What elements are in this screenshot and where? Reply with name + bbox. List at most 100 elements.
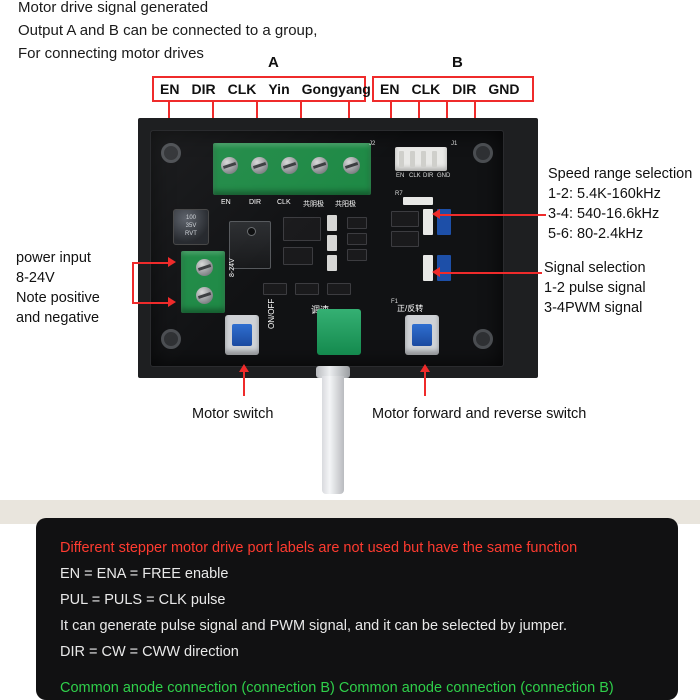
label-b-clk: CLK <box>411 81 441 97</box>
callout-speed-range: Speed range selection 1-2: 5.4K-160kHz 3… <box>548 164 692 244</box>
motor-fwd-rev-label: Motor forward and reverse switch <box>372 406 587 422</box>
speed-range-2: 3-4: 540-16.6kHz <box>548 206 660 222</box>
terminal-a-screw-2 <box>251 157 268 174</box>
power-screw-plus <box>196 259 213 276</box>
electrolytic-capacitor: 100 35V RVT <box>173 209 209 245</box>
panel-note-4: It can generate pulse signal and PWM sig… <box>60 618 567 634</box>
label-a-dir: DIR <box>191 81 216 97</box>
jumper-signal-select <box>437 255 451 281</box>
cap-label-3: RVT <box>185 231 197 237</box>
mounting-hole-tl <box>161 143 181 163</box>
speed-range-1: 1-2: 5.4K-160kHz <box>548 186 661 202</box>
mounting-hole-bl <box>161 329 181 349</box>
speed-range-3: 5-6: 80-2.4kHz <box>548 226 644 242</box>
panel-note-3: PUL = PULS = CLK pulse <box>60 592 226 608</box>
silk-b-dir: DIR <box>423 173 434 179</box>
silk-b-clk: CLK <box>409 173 421 179</box>
jumper-row-1 <box>403 197 433 205</box>
label-b-dir: DIR <box>452 81 477 97</box>
motor-switch-label: Motor switch <box>192 406 274 422</box>
potentiometer-shaft[interactable] <box>322 376 344 494</box>
callout-motor-fwd-rev: Motor forward and reverse switch <box>372 404 586 424</box>
motor-switch[interactable] <box>225 315 259 355</box>
panel-note-6: Common anode connection (connection B) C… <box>60 680 614 696</box>
terminal-a-screw-1 <box>221 157 238 174</box>
silk-f1: F1 <box>391 299 399 305</box>
notes-panel: Different stepper motor drive port label… <box>36 518 678 700</box>
smd-part-1 <box>327 215 337 231</box>
smd-part-9 <box>327 283 351 295</box>
label-box-b: EN CLK DIR GND <box>372 76 534 102</box>
power-input-3: Note positive <box>16 290 100 306</box>
smd-part-4 <box>347 217 367 229</box>
terminal-a-screw-3 <box>281 157 298 174</box>
leader-power-vert <box>132 262 134 304</box>
silk-onoff: ON/OFF <box>267 298 276 329</box>
silk-a-clk: CLK <box>277 199 291 206</box>
silk-r7: R7 <box>395 191 403 197</box>
leader-power-bottom-arrow <box>168 297 176 307</box>
silk-a-cathode: 共阴极 <box>303 201 324 208</box>
top-note-1: Motor drive signal generated <box>18 0 209 16</box>
power-input-1: power input <box>16 250 91 266</box>
top-note-2: Output A and B can be connected to a gro… <box>18 22 318 39</box>
board-photo: EN DIR CLK 共阴极 共阳极 EN CLK DIR GND J2 J1 … <box>138 118 538 494</box>
connector-b-pin-4 <box>432 151 437 167</box>
speed-range-title: Speed range selection <box>548 166 693 182</box>
silk-a-anode: 共阳极 <box>335 201 356 208</box>
silk-dir-label: 正/反转 <box>397 304 424 313</box>
silk-j2: J2 <box>369 141 376 147</box>
silk-power-label: 8-24V <box>229 258 236 277</box>
smd-part-8 <box>295 283 319 295</box>
mounting-hole-br <box>473 329 493 349</box>
jumper-header-2 <box>423 255 433 281</box>
panel-note-5: DIR = CW = CWW direction <box>60 644 239 660</box>
callout-signal-selection: Signal selection 1-2 pulse signal 3-4PWM… <box>544 258 646 318</box>
terminal-a-screw-5 <box>343 157 360 174</box>
silk-a-en: EN <box>221 199 231 206</box>
leader-motor-fwd-rev <box>424 372 426 396</box>
ic-1 <box>283 217 321 241</box>
cap-c6 <box>391 231 419 247</box>
leader-speed-range <box>440 214 546 216</box>
top-note-3: For connecting motor drives <box>18 45 204 62</box>
smd-part-3 <box>327 255 337 271</box>
potentiometer-ring <box>316 366 350 378</box>
connector-b-pin-2 <box>410 151 415 167</box>
voltage-regulator <box>229 221 271 269</box>
group-letter-b: B <box>452 54 463 71</box>
signal-selection-title: Signal selection <box>544 260 646 276</box>
power-input-4: and negative <box>16 310 100 326</box>
smd-part-6 <box>347 249 367 261</box>
cap-label-1: 100 <box>185 215 196 221</box>
connector-b-pin-3 <box>421 151 426 167</box>
label-b-gnd: GND <box>488 81 520 97</box>
ic-2 <box>283 247 313 265</box>
leader-speed-range-arrow <box>432 209 440 219</box>
group-letter-a: A <box>268 54 279 71</box>
power-screw-minus <box>196 287 213 304</box>
terminal-a-screw-4 <box>311 157 328 174</box>
leader-power-top-arrow <box>168 257 176 267</box>
leader-signal-selection <box>440 272 542 274</box>
silk-b-en: EN <box>396 173 405 179</box>
leader-power-top <box>132 262 168 264</box>
connector-b-pin-1 <box>399 151 404 167</box>
label-a-clk: CLK <box>227 81 257 97</box>
direction-switch[interactable] <box>405 315 439 355</box>
smd-part-5 <box>347 233 367 245</box>
mounting-hole-tr <box>473 143 493 163</box>
leader-motor-fwd-rev-arrow <box>420 364 430 372</box>
silk-j1: J1 <box>451 141 458 147</box>
top-notes: Motor drive signal generated Output A an… <box>18 0 317 65</box>
label-a-yin: Yin <box>268 81 290 97</box>
smd-part-2 <box>327 235 337 251</box>
leader-signal-selection-arrow <box>432 267 440 277</box>
signal-selection-1: 1-2 pulse signal <box>544 280 646 296</box>
leader-motor-switch-arrow <box>239 364 249 372</box>
label-box-a: EN DIR CLK Yin Gongyang <box>152 76 371 102</box>
potentiometer[interactable] <box>317 309 361 355</box>
silk-a-dir: DIR <box>249 199 262 206</box>
label-a-en: EN <box>160 81 180 97</box>
